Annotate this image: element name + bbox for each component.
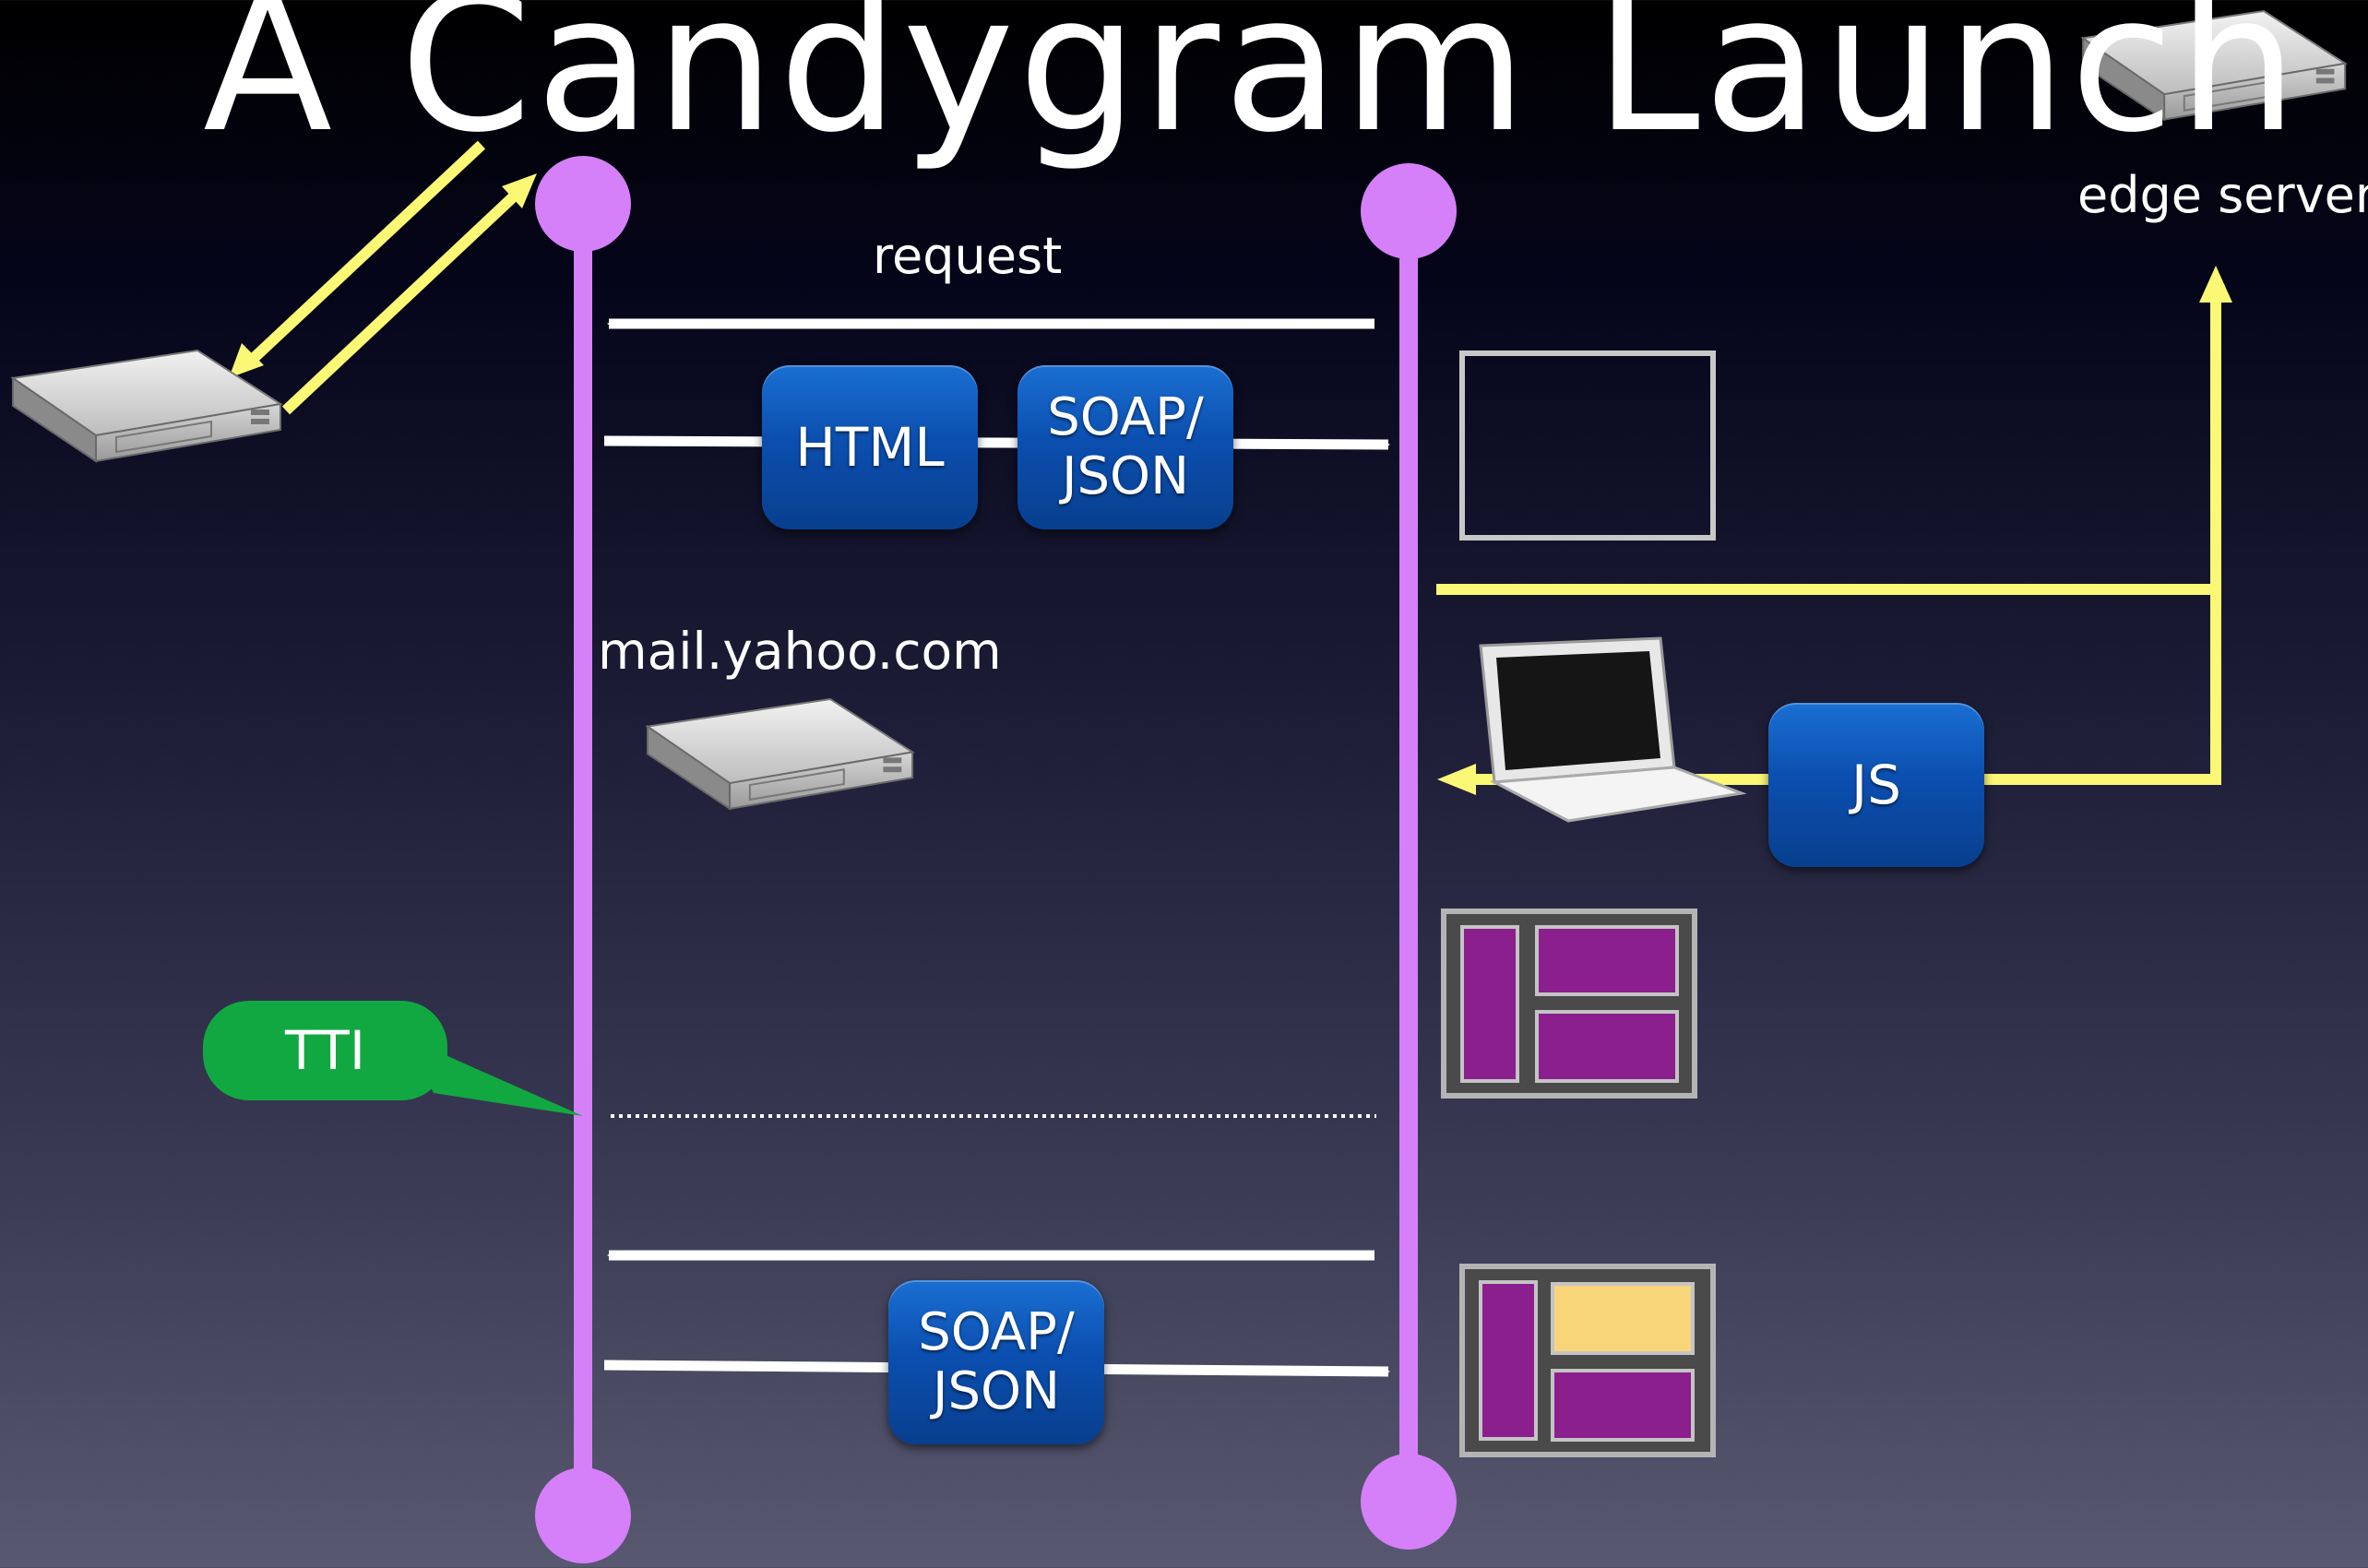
soap-json-box-bottom: SOAP/ JSON (888, 1280, 1104, 1444)
updated-page-layout (1459, 1264, 1716, 1457)
html-box: HTML (762, 365, 978, 529)
soap-json-top-line1: SOAP/ (1047, 387, 1204, 447)
js-box-label: JS (1851, 754, 1901, 816)
slide-title: A Candygram Launch (203, 0, 2302, 174)
mail-host-label: mail.yahoo.com (598, 622, 1002, 681)
soap-json-bottom-line2: JSON (932, 1361, 1061, 1421)
edge-server-label: edge server (2077, 166, 2368, 224)
soap-json-box-top: SOAP/ JSON (1017, 365, 1233, 529)
dns-request-arrow (229, 140, 486, 378)
blank-page-frame (1459, 350, 1716, 540)
soap-json-bottom-line1: SOAP/ (918, 1302, 1075, 1362)
rendered-page-layout (1441, 909, 1697, 1099)
html-response-arrow (603, 435, 1390, 450)
soap-json-top-line2: JSON (1061, 446, 1190, 506)
tti-label: TTI (285, 1019, 365, 1082)
tti-callout-bubble (203, 1001, 583, 1116)
left-lifeline (535, 156, 631, 1563)
js-box: JS (1768, 703, 1984, 867)
mail-server-icon (647, 698, 914, 810)
request-label: request (873, 227, 1063, 285)
dns-response-arrow (281, 173, 537, 415)
right-lifeline (1361, 163, 1457, 1550)
html-box-label: HTML (795, 416, 945, 479)
laptop-icon (1479, 636, 1747, 823)
